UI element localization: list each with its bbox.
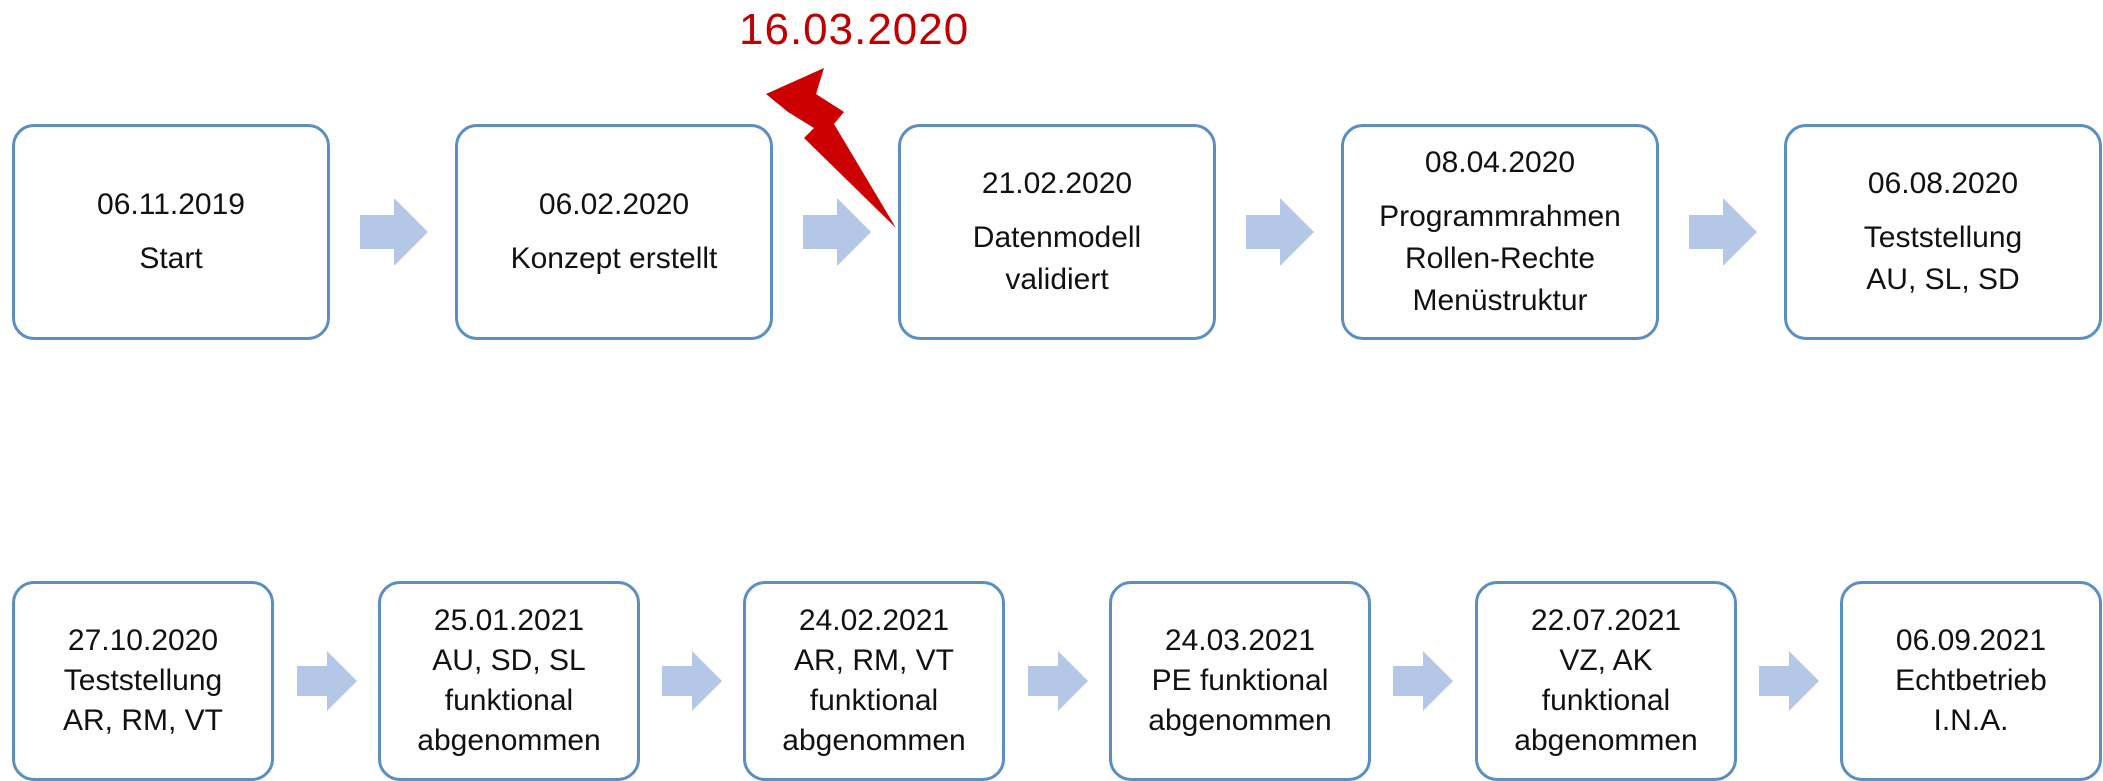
milestone-box: 06.11.2019 Start: [12, 124, 330, 340]
right-arrow-icon: [803, 198, 871, 266]
milestone-box: 21.02.2020 Datenmodell validiert: [898, 124, 1216, 340]
right-arrow-icon: [297, 651, 357, 711]
milestone-label: abgenommen: [1514, 724, 1698, 757]
milestone-box: 24.02.2021 AR, RM, VT funktional abgenom…: [743, 581, 1005, 781]
milestone-label: abgenommen: [782, 724, 966, 757]
milestone-box: 24.03.2021 PE funktional abgenommen: [1109, 581, 1371, 781]
milestone-box: 08.04.2020 Programmrahmen Rollen-Rechte …: [1341, 124, 1659, 340]
right-arrow-icon: [1759, 651, 1819, 711]
milestone-label: abgenommen: [1148, 704, 1332, 737]
milestone-label: Programmrahmen: [1379, 200, 1621, 233]
milestone-label: Teststellung: [63, 664, 223, 697]
milestone-label: Rollen-Rechte: [1404, 242, 1596, 275]
milestone-label: Teststellung: [1863, 221, 2023, 254]
milestone-date: 06.09.2021: [1895, 624, 2047, 657]
milestone-label: funktional: [444, 684, 574, 717]
milestone-label: funktional: [809, 684, 939, 717]
milestone-label: Datenmodell: [972, 221, 1142, 254]
milestone-box: 22.07.2021 VZ, AK funktional abgenommen: [1475, 581, 1737, 781]
milestone-label: funktional: [1541, 684, 1671, 717]
right-arrow-icon: [1689, 198, 1757, 266]
milestone-label: Menüstruktur: [1412, 284, 1588, 317]
milestone-box: 27.10.2020 Teststellung AR, RM, VT: [12, 581, 274, 781]
milestone-date: 22.07.2021: [1530, 604, 1682, 637]
milestone-date: 06.02.2020: [538, 188, 690, 221]
milestone-date: 08.04.2020: [1424, 146, 1576, 179]
milestone-label: AR, RM, VT: [62, 704, 223, 737]
milestone-box: 06.08.2020 Teststellung AU, SL, SD: [1784, 124, 2102, 340]
right-arrow-icon: [1246, 198, 1314, 266]
right-arrow-icon: [662, 651, 722, 711]
milestone-label: I.N.A.: [1933, 704, 2009, 737]
milestone-box: 25.01.2021 AU, SD, SL funktional abgenom…: [378, 581, 640, 781]
milestone-date: 06.08.2020: [1867, 167, 2019, 200]
milestone-label: Konzept erstellt: [510, 242, 718, 275]
milestone-date: 27.10.2020: [67, 624, 219, 657]
milestone-label: validiert: [1005, 263, 1109, 296]
milestone-date: 24.02.2021: [798, 604, 950, 637]
milestone-date: 24.03.2021: [1164, 624, 1316, 657]
alert-date: 16.03.2020: [739, 5, 970, 54]
milestone-label: Start: [139, 242, 203, 275]
milestone-date: 25.01.2021: [433, 604, 585, 637]
right-arrow-icon: [1393, 651, 1453, 711]
milestone-date: 06.11.2019: [97, 188, 245, 221]
right-arrow-icon: [1028, 651, 1088, 711]
milestone-label: VZ, AK: [1559, 644, 1653, 677]
milestone-label: abgenommen: [417, 724, 601, 757]
milestone-label: AR, RM, VT: [793, 644, 954, 677]
milestone-label: AU, SD, SL: [432, 644, 586, 677]
milestone-box: 06.09.2021 Echtbetrieb I.N.A.: [1840, 581, 2102, 781]
lightning-bolt-icon: [766, 68, 896, 228]
milestone-label: PE funktional: [1151, 664, 1329, 697]
milestone-box: 06.02.2020 Konzept erstellt: [455, 124, 773, 340]
milestone-date: 21.02.2020: [981, 167, 1133, 200]
milestone-label: AU, SL, SD: [1866, 263, 2020, 296]
milestone-label: Echtbetrieb: [1895, 664, 2047, 697]
right-arrow-icon: [360, 198, 428, 266]
